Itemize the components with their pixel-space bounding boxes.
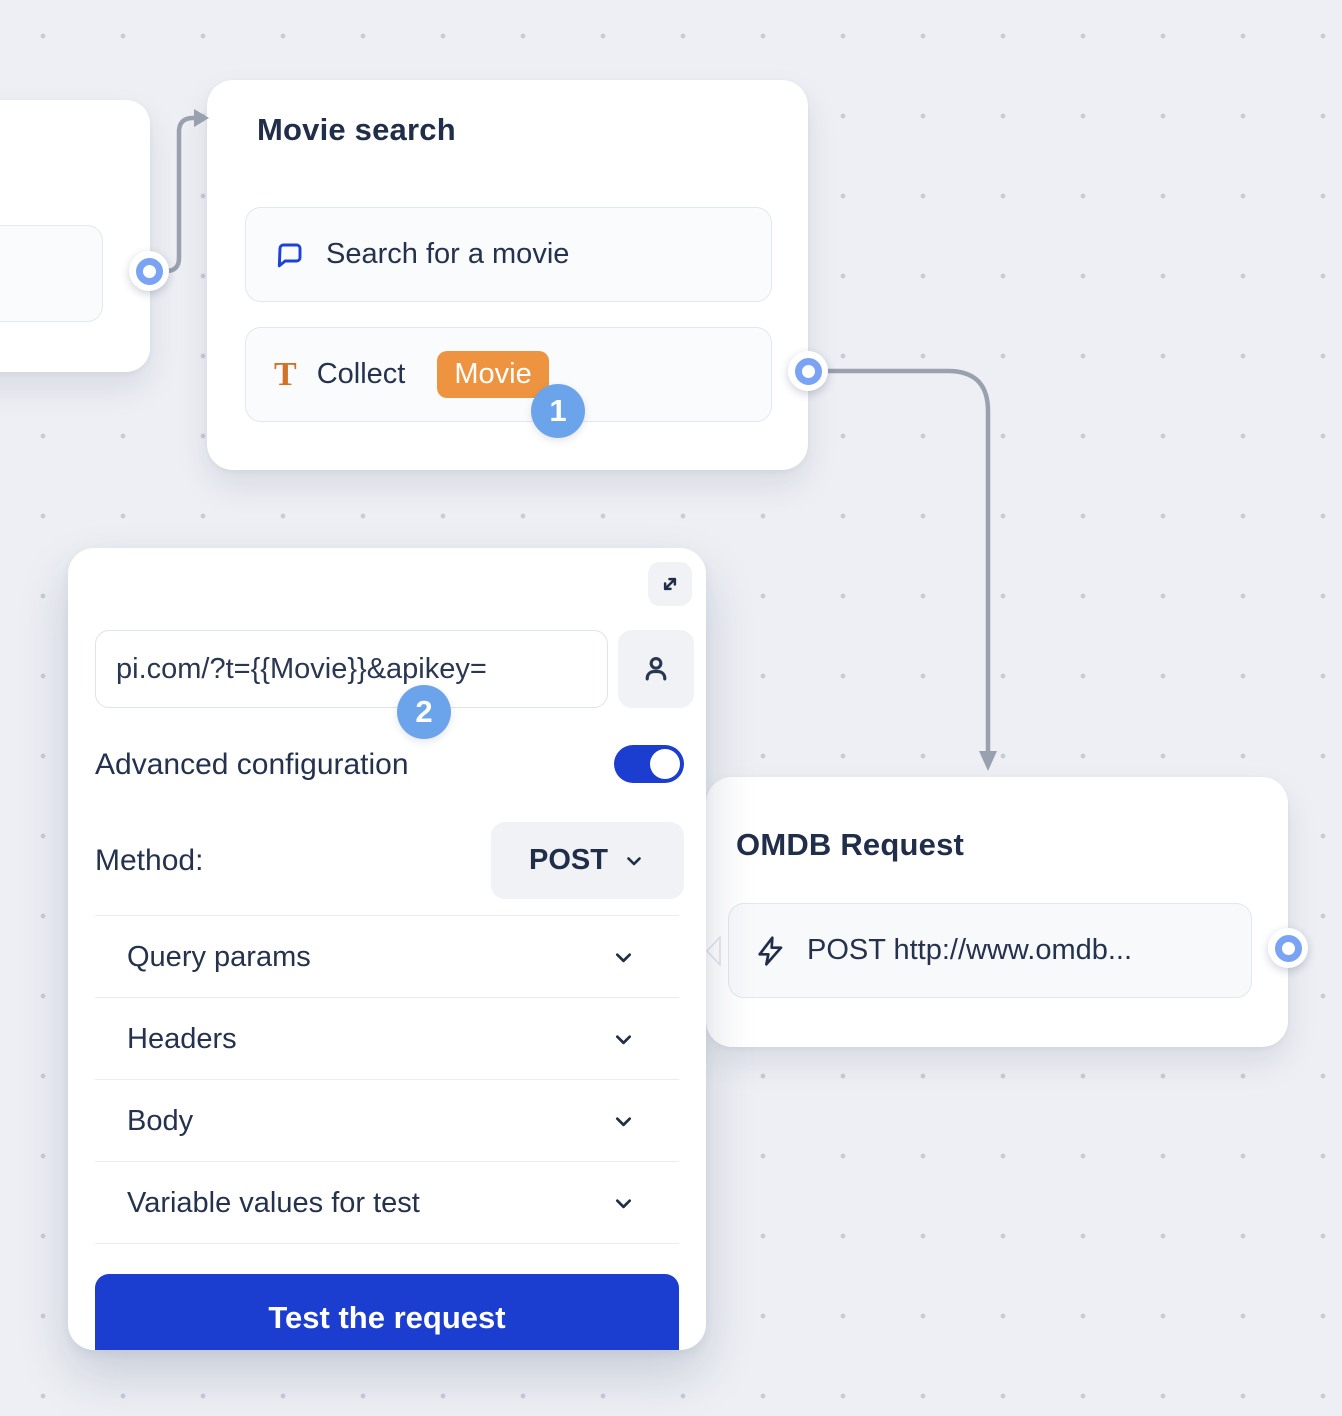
message-block[interactable]: Search for a movie (245, 207, 772, 302)
text-input-icon: T (274, 355, 297, 393)
chevron-down-icon (610, 944, 637, 971)
divider (95, 1243, 679, 1244)
block-label: Collect (316, 358, 406, 390)
advanced-configuration-toggle[interactable] (614, 745, 684, 783)
port-ring (1274, 934, 1302, 962)
port-ring (794, 357, 822, 385)
section-label: Query params (127, 940, 311, 973)
chevron-down-icon (610, 1190, 637, 1217)
section-headers[interactable]: Headers (95, 998, 679, 1080)
test-request-button[interactable]: Test the request (95, 1274, 679, 1350)
connector-left-to-movie (150, 115, 198, 274)
divider (95, 1079, 679, 1080)
collect-input-block[interactable]: T Collect Movie (245, 327, 772, 422)
section-label: Headers (127, 1022, 237, 1055)
section-variable-values[interactable]: Variable values for test (95, 1162, 679, 1244)
chevron-down-icon (622, 849, 646, 873)
left-partial-node[interactable] (0, 100, 150, 372)
method-label: Method: (95, 844, 204, 877)
advanced-configuration-label: Advanced configuration (95, 748, 409, 781)
webhook-config-panel: Advanced configuration Method: POST Quer… (68, 548, 706, 1350)
node-title: OMDB Request (736, 827, 965, 862)
block-label: Search for a movie (326, 238, 570, 270)
chat-bubble-icon (274, 239, 306, 271)
section-label: Variable values for test (127, 1186, 420, 1219)
input-notch-icon (705, 936, 721, 966)
chevron-down-icon (610, 1026, 637, 1053)
divider (95, 915, 679, 916)
section-body[interactable]: Body (95, 1080, 679, 1162)
user-icon (639, 652, 673, 686)
divider (95, 997, 679, 998)
toggle-knob (650, 749, 680, 779)
method-value: POST (529, 844, 608, 876)
expand-icon (657, 571, 683, 597)
variables-button[interactable] (618, 630, 694, 708)
output-port-omdb-node[interactable] (1268, 928, 1308, 968)
movie-search-node[interactable]: Movie search Search for a movie T Collec… (207, 80, 808, 470)
variable-badge[interactable]: Movie (437, 351, 549, 398)
arrowhead-down (979, 751, 997, 771)
section-label: Body (127, 1104, 194, 1137)
port-ring (135, 257, 163, 285)
url-input[interactable] (95, 630, 608, 708)
node-title: Movie search (257, 112, 456, 147)
chevron-down-icon (610, 1108, 637, 1135)
expand-button[interactable] (648, 562, 692, 606)
block-label: POST http://www.omdb... (807, 934, 1133, 966)
connector-movie-to-omdb (817, 368, 991, 754)
section-query-params[interactable]: Query params (95, 916, 679, 998)
step-badge-2: 2 (397, 685, 451, 739)
output-port-left-node[interactable] (129, 251, 169, 291)
webhook-block[interactable]: POST http://www.omdb... (728, 903, 1252, 998)
divider (95, 1161, 679, 1162)
step-badge-1: 1 (531, 384, 585, 438)
left-node-item[interactable] (0, 225, 103, 322)
output-port-movie-node[interactable] (788, 351, 828, 391)
method-select[interactable]: POST (491, 822, 684, 899)
omdb-request-node[interactable]: OMDB Request POST http://www.omdb... (705, 777, 1288, 1047)
lightning-bolt-icon (755, 935, 787, 967)
